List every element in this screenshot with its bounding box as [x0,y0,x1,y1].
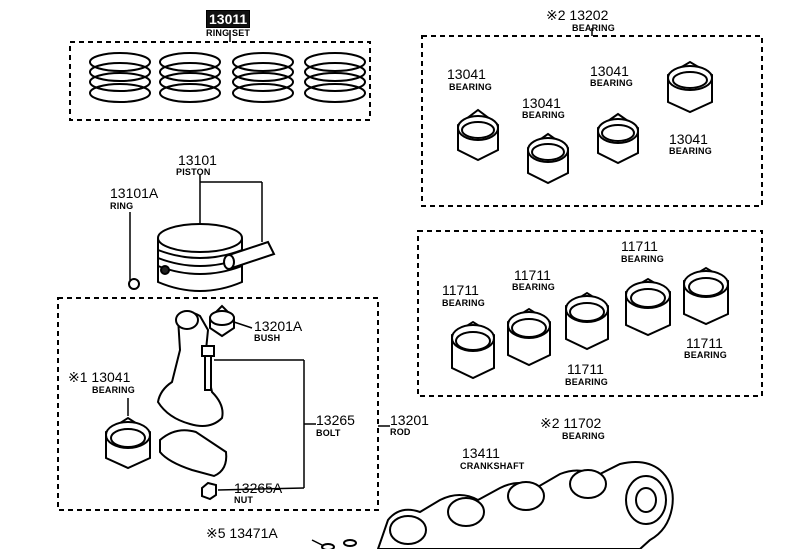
piston-illustration [157,223,243,292]
bearing-a4-name: BEARING [669,146,712,156]
bearing-shell-a4 [667,60,713,114]
bush-illustration [209,304,235,338]
bearing-a2-name: BEARING [522,110,565,120]
rod-name: ROD [390,427,411,437]
bearing-b4-name: BEARING [621,254,664,264]
upper-bearing-set-label: ※2 13202 [546,8,608,22]
lower-bearing-set-number: 11702 [563,415,602,431]
bearing-b2-number: 11711 [514,267,551,283]
rod-bearing-note: ※1 [68,369,88,385]
pin-illustration [321,539,357,549]
bearing-shell-a3 [597,112,639,165]
rod-bearing-label: ※1 13041 [68,370,130,384]
bearing-b4-number: 11711 [621,238,658,254]
bearing-b2-name: BEARING [512,282,555,292]
bolt-name: BOLT [316,428,341,438]
lower-bearing-set-name: BEARING [562,431,605,441]
bearing-a3-number: 13041 [590,63,629,79]
rod-number: 13201 [390,412,429,428]
upper-bearing-set-name: BEARING [572,23,615,33]
bush-number: 13201A [254,318,303,334]
rod-bearing-shell [105,416,151,470]
piston-name: PISTON [176,167,211,177]
upper-bearing-set-boundary [421,35,763,207]
ring-set-illustration [89,52,366,103]
bolt-number: 13265 [316,412,355,428]
bearing-a4-number: 13041 [669,131,708,147]
ring-group-1 [89,52,151,103]
ring-group-4 [304,52,366,103]
piston-number: 13101 [178,152,217,168]
connecting-rod-illustration [156,310,224,427]
bearing-b1-number: 11711 [442,282,479,298]
ring-group-2 [159,52,221,103]
crankshaft-illustration [376,461,674,549]
bearing-shell-a1 [457,108,499,162]
bearing-shell-b4 [625,277,671,337]
bearing-b3-number: 11711 [567,361,604,377]
rod-bearing-name: BEARING [92,385,135,395]
bearing-shell-b1 [451,320,495,380]
ring-set-number: 13011 [206,10,251,28]
bush-name: BUSH [254,333,281,343]
bearing-shell-b3 [565,291,609,351]
bearing-a2-number: 13041 [522,95,561,111]
piston-ring-number: 13101A [110,185,159,201]
bearing-b1-name: BEARING [442,298,485,308]
nut-name: NUT [234,495,254,505]
piston-ring-name: RING [110,201,134,211]
ring-set-name: RING SET [206,28,251,38]
lower-bearing-set-note: ※2 [540,415,560,431]
pin-note: ※5 [206,525,226,541]
crankshaft-name: CRANKSHAFT [460,461,525,471]
ring-group-3 [232,52,294,103]
leader-lines [127,28,593,547]
nut-number: 13265A [234,480,283,496]
bearing-b5-number: 11711 [686,335,723,351]
bearing-shell-a2 [527,132,569,185]
bearing-a3-name: BEARING [590,78,633,88]
bolt-illustration [201,345,215,391]
pin-label: ※5 13471A [206,526,278,540]
snap-ring-illustration [128,278,140,290]
upper-bearing-set-number: 13202 [569,7,609,23]
ring-set-part-number: 13011 [206,10,251,28]
bearing-a1-number: 13041 [447,66,486,82]
connecting-rod-boundary [57,297,379,511]
bearing-a1-name: BEARING [449,82,492,92]
lower-bearing-set-label: ※2 11702 [540,416,601,430]
nut-illustration [201,481,217,501]
bearing-b5-name: BEARING [684,350,727,360]
rod-bearing-number: 13041 [91,369,131,385]
lower-bearing-set-boundary [417,230,763,397]
crankshaft-number: 13411 [462,445,500,461]
rod-cap-illustration [159,429,228,478]
piston-pin-illustration [223,240,276,270]
pin-number: 13471A [229,525,278,541]
bearing-b3-name: BEARING [565,377,608,387]
bearing-shell-b5 [683,266,729,326]
upper-bearing-set-note: ※2 [546,7,566,23]
bearing-shell-b2 [507,307,551,367]
